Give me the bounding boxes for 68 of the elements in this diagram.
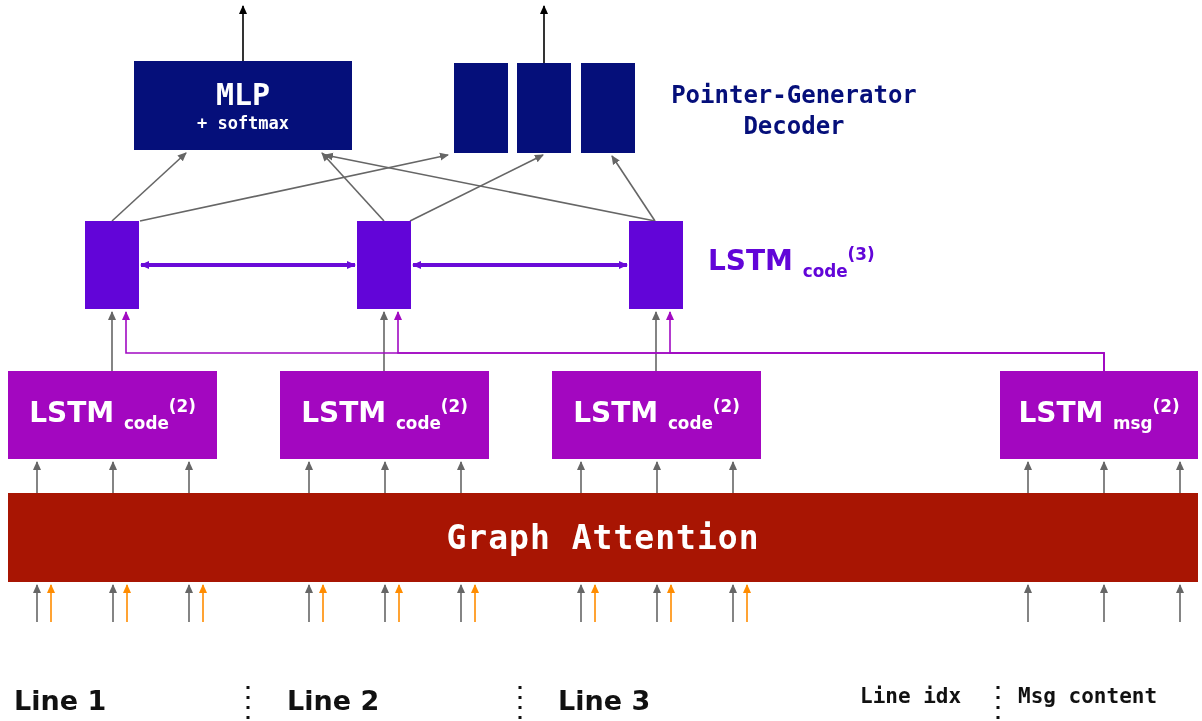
arrow [653, 584, 661, 623]
arrow [111, 152, 187, 222]
arrow [140, 261, 356, 269]
lstm-cell [85, 221, 139, 309]
arrow [185, 461, 193, 494]
decoder-cell [454, 63, 508, 153]
decoder-cell [517, 63, 571, 153]
arrow [109, 584, 117, 623]
arrow [1176, 584, 1184, 623]
arrow [666, 311, 1105, 372]
arrow [139, 152, 449, 222]
graph-attention-label: Graph Attention [446, 517, 760, 558]
arrow [591, 584, 599, 623]
arrow [743, 584, 751, 623]
arrow [381, 584, 389, 623]
column-label: Line 1 [14, 684, 107, 718]
decoder-cell [581, 63, 635, 153]
arrow [381, 461, 389, 494]
arrow [33, 461, 41, 494]
arrow [409, 154, 544, 222]
arrow [305, 461, 313, 494]
arrow [123, 584, 131, 623]
arrow [729, 584, 737, 623]
arrow [199, 584, 207, 623]
arrow [33, 584, 41, 623]
mlp-box [134, 61, 352, 150]
graph-attention-bar [8, 493, 1198, 582]
arrow [1176, 461, 1184, 494]
arrow [729, 461, 737, 494]
arrow [324, 152, 656, 222]
softmax-label: + softmax [196, 113, 290, 134]
arrow [109, 461, 117, 494]
column-label: Line idx [860, 683, 962, 710]
arrow [457, 461, 465, 494]
lstm-cell [357, 221, 411, 309]
column-label: Msg content [1018, 683, 1158, 710]
arrow [653, 461, 661, 494]
arrow [540, 5, 548, 64]
column-label: Line 3 [558, 684, 651, 718]
mlp-label: MLP [215, 77, 271, 114]
lstm-box [280, 371, 489, 459]
arrow [1024, 461, 1032, 494]
arrow [412, 261, 628, 269]
arrow [185, 584, 193, 623]
lstm-box [1000, 371, 1198, 459]
arrow [1100, 461, 1108, 494]
arrow [380, 311, 388, 372]
arrow [305, 584, 313, 623]
arrow [395, 584, 403, 623]
column-label: Line 2 [287, 684, 380, 718]
arrow [652, 311, 660, 372]
arrow [47, 584, 55, 623]
lstm-box [8, 371, 217, 459]
arrow [321, 152, 385, 222]
arrow [319, 584, 327, 623]
section-title: Pointer-Generator Decoder [670, 80, 918, 143]
arrow [1024, 584, 1032, 623]
arrow [577, 461, 585, 494]
arrow [1100, 584, 1108, 623]
arrow [611, 155, 656, 222]
arrow [457, 584, 465, 623]
arrow [577, 584, 585, 623]
lstm-cell [629, 221, 683, 309]
arrow [471, 584, 479, 623]
arrow [239, 5, 247, 62]
arrow [108, 311, 116, 372]
lstm-box [552, 371, 761, 459]
arrow [667, 584, 675, 623]
